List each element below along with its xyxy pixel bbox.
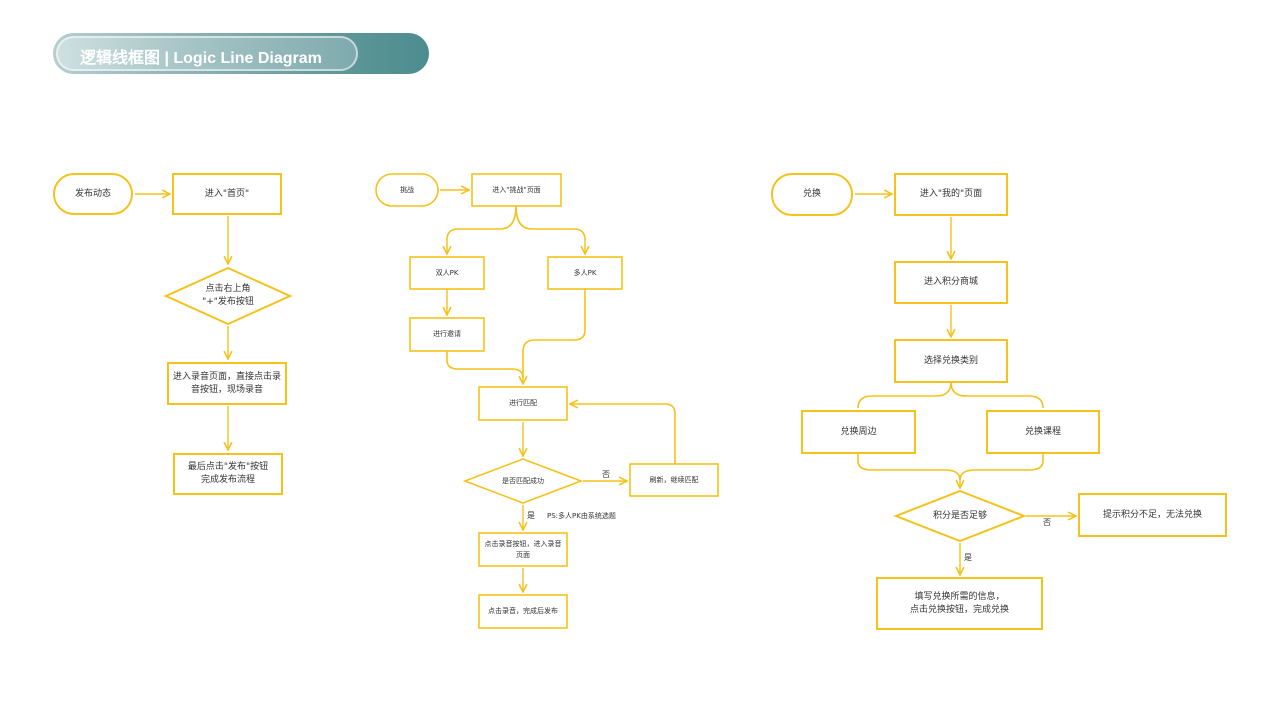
f3-step3-label: 选择兑换类别	[923, 355, 978, 366]
f2-publish-box	[478, 594, 568, 629]
f2-note: PS:多人PK由系统选题	[547, 512, 616, 520]
f3-step2-box	[894, 261, 1008, 304]
f1-decision	[163, 266, 293, 326]
f2-start-node	[375, 173, 439, 207]
f2-decision	[462, 458, 584, 504]
f3-finish-box	[876, 577, 1043, 630]
f2-step1-label: 进入"挑战"页面	[492, 185, 541, 194]
f3-start-label: 兑换	[802, 189, 821, 199]
f3-yes-label: 是	[964, 553, 972, 562]
f1-step2-label: 进入录音页面，直接点击录 音按钮，现场录音	[172, 371, 281, 395]
f3-step1-label: 进入"我的"页面	[919, 189, 983, 199]
f3-step2-label: 进入积分商城	[923, 277, 978, 287]
f2-branch-b-label: 多人PK	[573, 268, 597, 277]
f2-decision-label: 是否匹配成功	[502, 476, 544, 485]
f2-invite-label: 进行邀请	[433, 330, 461, 338]
f2-branch-a-label: 双人PK	[435, 268, 459, 277]
f3-step1-box	[894, 173, 1008, 216]
f3-insufficient-box	[1078, 493, 1227, 537]
f1-step3-box	[173, 453, 283, 495]
f2-refresh-box	[629, 463, 719, 497]
f3-opt-b-label: 兑换课程	[1024, 426, 1061, 437]
f3-start-node	[771, 173, 853, 216]
f1-decision-label: 点击右上角 "+"发布按钮	[202, 284, 254, 307]
f1-start-node	[53, 173, 133, 215]
f2-no-label: 否	[602, 470, 610, 479]
f2-publish-label: 点击录音，完成后发布	[488, 607, 558, 615]
f3-insufficient-label: 提示积分不足，无法兑换	[1102, 509, 1202, 520]
f1-step1-label: 进入"首页"	[204, 188, 250, 199]
f2-match-box	[478, 386, 568, 421]
f3-no-label: 否	[1043, 518, 1051, 527]
f2-record-label: 点击录音按钮，进入录音 页面	[484, 539, 562, 559]
header-pill-inner	[56, 36, 358, 71]
f1-step1-box	[172, 173, 282, 215]
f1-step3-label: 最后点击"发布"按钮 完成发布流程	[187, 462, 269, 485]
f2-refresh-label: 刷新，继续匹配	[649, 475, 699, 484]
f2-record-box	[478, 532, 568, 567]
f3-opt-a-label: 兑换周边	[840, 426, 877, 437]
page-title: 逻辑线框图 | Logic Line Diagram	[80, 50, 322, 67]
f3-finish-label: 填写兑换所需的信息， 点击兑换按钮，完成兑换	[909, 591, 1009, 615]
f2-start-label: 挑战	[400, 185, 414, 194]
f1-step2-box	[167, 362, 287, 405]
f3-decision-label: 积分是否足够	[932, 510, 987, 521]
f2-match-label: 进行匹配	[509, 399, 537, 407]
f2-yes-label: 是	[527, 511, 535, 520]
f1-start-label: 发布动态	[74, 188, 111, 199]
f3-decision	[893, 489, 1027, 543]
